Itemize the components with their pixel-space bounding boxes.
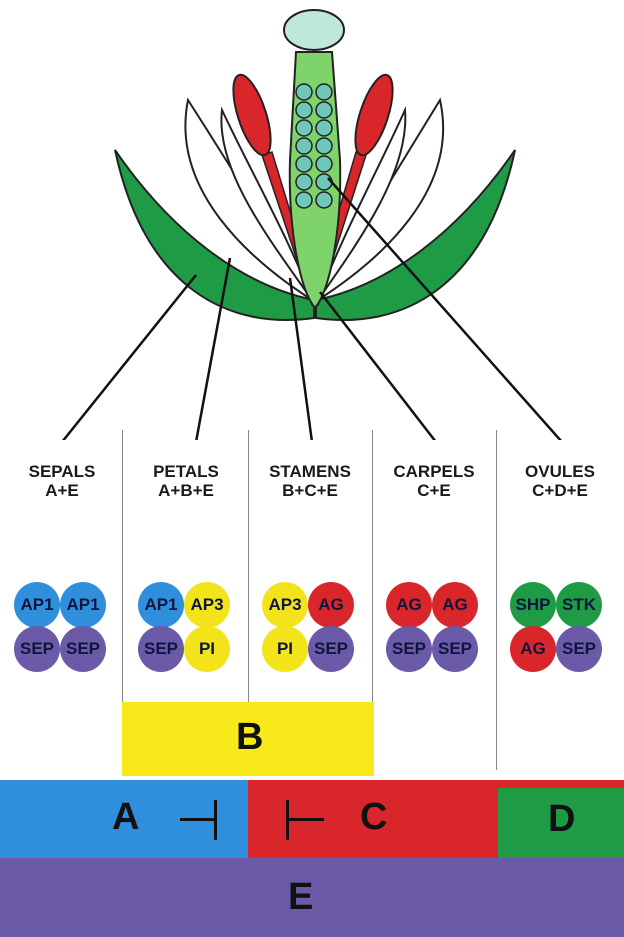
ovule	[296, 102, 312, 118]
organ-formula: C+D+E	[498, 481, 622, 500]
protein-bubble: SHP	[510, 582, 556, 628]
protein-bubble: AP1	[14, 582, 60, 628]
organ-title-ovules: OVULES C+D+E	[498, 462, 622, 500]
ovule	[296, 174, 312, 190]
protein-bubble: AG	[510, 626, 556, 672]
band-d-label: D	[548, 798, 575, 841]
organ-formula: B+C+E	[248, 481, 372, 500]
ovule	[316, 174, 332, 190]
ovule	[316, 156, 332, 172]
organ-formula: C+E	[372, 481, 496, 500]
repression-bar-a	[180, 818, 216, 821]
band-a-label: A	[112, 796, 139, 839]
ovule	[296, 120, 312, 136]
band-b: B	[122, 702, 374, 776]
flower-illustration	[0, 0, 624, 440]
organ-name: STAMENS	[248, 462, 372, 481]
divider	[496, 430, 497, 770]
organ-title-petals: PETALS A+B+E	[124, 462, 248, 500]
band-e: E	[0, 858, 624, 937]
protein-bubble: SEP	[432, 626, 478, 672]
organ-title-sepals: SEPALS A+E	[0, 462, 124, 500]
protein-bubble: AP1	[60, 582, 106, 628]
protein-bubble: SEP	[14, 626, 60, 672]
organ-title-stamens: STAMENS B+C+E	[248, 462, 372, 500]
organ-title-carpels: CARPELS C+E	[372, 462, 496, 500]
protein-bubble: SEP	[138, 626, 184, 672]
protein-bubble: SEP	[60, 626, 106, 672]
band-e-label: E	[288, 876, 313, 919]
protein-bubble: AG	[386, 582, 432, 628]
ovule	[316, 102, 332, 118]
band-d: D	[498, 788, 624, 858]
protein-bubble: SEP	[556, 626, 602, 672]
repression-bar-a	[214, 800, 217, 840]
protein-bubble: AP1	[138, 582, 184, 628]
ovule	[316, 192, 332, 208]
protein-bubble: STK	[556, 582, 602, 628]
band-b-label: B	[236, 716, 263, 759]
band-a: A	[0, 780, 248, 858]
protein-bubble: PI	[184, 626, 230, 672]
organ-name: PETALS	[124, 462, 248, 481]
stigma	[284, 10, 344, 50]
organ-formula: A+E	[0, 481, 124, 500]
pointer-sepals	[62, 275, 196, 440]
protein-bubble: AP3	[184, 582, 230, 628]
protein-bubble: SEP	[386, 626, 432, 672]
protein-bubble: AG	[308, 582, 354, 628]
organ-name: OVULES	[498, 462, 622, 481]
ovule	[296, 192, 312, 208]
ovule	[296, 84, 312, 100]
ovule	[296, 138, 312, 154]
organ-name: CARPELS	[372, 462, 496, 481]
protein-bubble: AP3	[262, 582, 308, 628]
ovule	[316, 120, 332, 136]
band-c-label: C	[360, 796, 387, 839]
ovule	[316, 84, 332, 100]
organ-formula: A+B+E	[124, 481, 248, 500]
protein-bubble: AG	[432, 582, 478, 628]
ovule	[296, 156, 312, 172]
organ-name: SEPALS	[0, 462, 124, 481]
protein-bubble: PI	[262, 626, 308, 672]
protein-bubble: SEP	[308, 626, 354, 672]
repression-bar-c	[288, 818, 324, 821]
ovule	[316, 138, 332, 154]
